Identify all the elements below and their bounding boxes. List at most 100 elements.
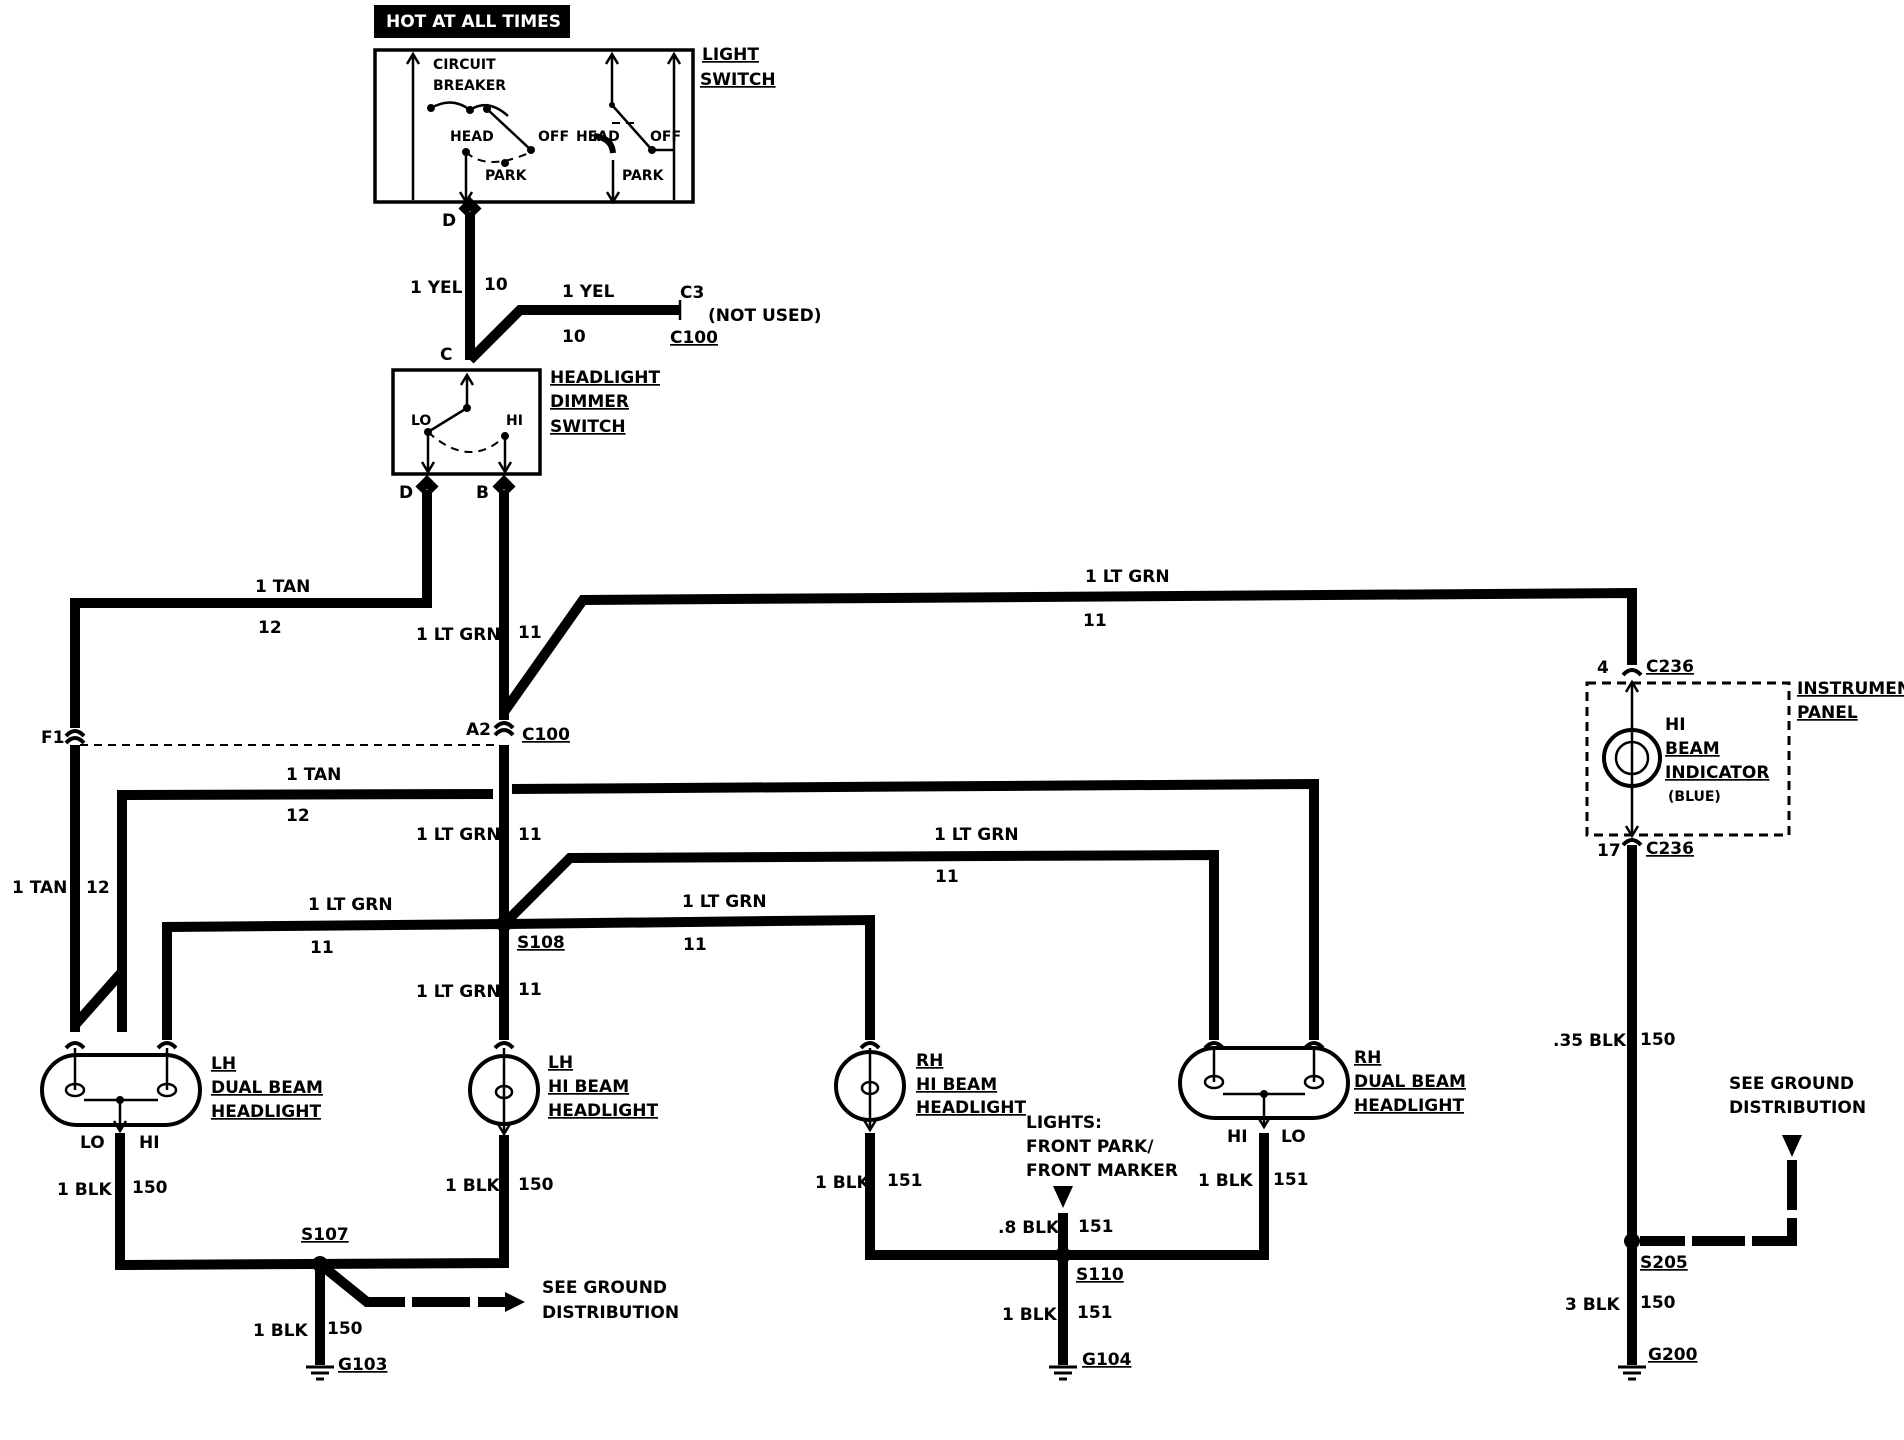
rh-dual-hi: HI xyxy=(1227,1127,1248,1147)
rh-hi-ground-color: 1 BLK xyxy=(815,1173,871,1193)
see-ground-left-2: DISTRIBUTION xyxy=(542,1303,679,1323)
light-switch-head-left: HEAD xyxy=(450,129,494,145)
rh-dual-lo: LO xyxy=(1281,1127,1306,1147)
feed-wires xyxy=(458,196,682,364)
feed-wire-color: 1 YEL xyxy=(410,278,463,298)
rh-hi-title-2: HI BEAM xyxy=(916,1075,997,1095)
lights-label-1: LIGHTS: xyxy=(1026,1113,1102,1133)
ip-title-2: PANEL xyxy=(1797,703,1858,723)
splice-s110: S110 xyxy=(1076,1265,1124,1285)
ltgrn-right-color: 1 LT GRN xyxy=(682,892,767,912)
lh-dual-title-1: LH xyxy=(211,1054,236,1074)
c100-cavity-f1: F1 xyxy=(41,728,64,748)
ip-pin-top: 4 xyxy=(1597,658,1609,678)
g103-wire-color: 1 BLK xyxy=(253,1321,309,1341)
dimmer-hi-label: HI xyxy=(506,413,523,429)
ground-g103-symbol xyxy=(306,1365,334,1381)
indicator-line-1: HI xyxy=(1665,715,1686,735)
tan-left-color: 1 TAN xyxy=(12,878,67,898)
circuit-breaker-label-2: BREAKER xyxy=(433,78,506,94)
lh-dual-hi: HI xyxy=(139,1133,160,1153)
splice-s205: S205 xyxy=(1640,1253,1688,1273)
dimmer-terminal-c: C xyxy=(440,345,452,365)
lh-hi-title-3: HEADLIGHT xyxy=(548,1101,658,1121)
tan-left-circuit: 12 xyxy=(86,878,110,898)
dimmer-terminal-d: D xyxy=(399,483,413,503)
not-used-note: (NOT USED) xyxy=(708,306,822,326)
lights-label-3: FRONT MARKER xyxy=(1026,1161,1178,1181)
tan-second-circuit: 12 xyxy=(286,806,310,826)
light-switch-title-1: LIGHT xyxy=(702,45,759,65)
rh-hi-title-1: RH xyxy=(916,1051,943,1071)
light-switch-park-left: PARK xyxy=(485,168,528,184)
splice-s107: S107 xyxy=(301,1225,349,1245)
rh-hi-title-3: HEADLIGHT xyxy=(916,1098,1026,1118)
ground-g104-symbol xyxy=(1049,1365,1077,1381)
ip-title-1: INSTRUMENT xyxy=(1797,679,1904,699)
tan-top-circuit: 12 xyxy=(258,618,282,638)
ground-g200-label: G200 xyxy=(1648,1345,1698,1365)
hi-beam-indicator-lamp xyxy=(1602,726,1662,790)
circuit-breaker-label-1: CIRCUIT xyxy=(433,57,496,73)
indicator-ground-color: .35 BLK xyxy=(1553,1031,1627,1051)
feed-wire-circuit: 10 xyxy=(484,275,508,295)
lh-hi-beam-headlight xyxy=(468,1048,540,1137)
lh-dual-lo: LO xyxy=(80,1133,105,1153)
lh-dual-ground-color: 1 BLK xyxy=(57,1180,113,1200)
unused-cavity-c3: C3 xyxy=(680,283,704,303)
park-wire-color: .8 BLK xyxy=(998,1218,1060,1238)
see-ground-left-1: SEE GROUND xyxy=(542,1278,667,1298)
c100-cavity-a2: A2 xyxy=(466,720,491,740)
rh-dual-title-2: DUAL BEAM xyxy=(1354,1072,1466,1092)
ltgrn-below-color: 1 LT GRN xyxy=(416,825,501,845)
indicator-ground-circuit: 150 xyxy=(1640,1030,1676,1050)
ltgrn-mid-circuit: 11 xyxy=(518,623,542,643)
lights-label-2: FRONT PARK/ xyxy=(1026,1137,1154,1157)
unused-wire-circuit: 10 xyxy=(562,327,586,347)
ltgrn-right-circuit: 11 xyxy=(683,935,707,955)
lh-hi-title-2: HI BEAM xyxy=(548,1077,629,1097)
ltgrn-lh-hi-circuit: 11 xyxy=(518,980,542,1000)
ground-g200-symbol xyxy=(1618,1365,1646,1381)
rh-dual-ground-circuit: 151 xyxy=(1273,1170,1309,1190)
lh-hi-ground-circuit: 150 xyxy=(518,1175,554,1195)
g104-wire-circuit: 151 xyxy=(1077,1303,1113,1323)
see-ground-right-2: DISTRIBUTION xyxy=(1729,1098,1866,1118)
tan-second-color: 1 TAN xyxy=(286,765,341,785)
indicator-line-2: BEAM xyxy=(1665,739,1720,759)
light-switch-head-right: HEAD xyxy=(576,129,620,145)
c100-connector: C100 xyxy=(522,725,570,745)
dimmer-lo-label: LO xyxy=(411,413,431,429)
ltgrn-rh-dual-color: 1 LT GRN xyxy=(934,825,1019,845)
ltgrn-rh-dual-circuit: 11 xyxy=(935,867,959,887)
light-switch-park-right: PARK xyxy=(622,168,665,184)
lh-hi-title-1: LH xyxy=(548,1053,573,1073)
ground-g103-label: G103 xyxy=(338,1355,387,1375)
light-switch-title-2: SWITCH xyxy=(700,70,776,90)
rh-hi-beam-headlight xyxy=(834,1048,906,1133)
rh-dual-title-1: RH xyxy=(1354,1048,1381,1068)
instrument-panel xyxy=(1585,668,1791,847)
ltgrn-mid-color: 1 LT GRN xyxy=(416,625,501,645)
light-switch-terminal-d: D xyxy=(442,211,456,231)
park-wire-circuit: 151 xyxy=(1078,1217,1114,1237)
hot-at-all-times-label: HOT AT ALL TIMES xyxy=(386,12,561,32)
rh-dual-beam-headlight xyxy=(1178,1046,1350,1130)
rh-dual-title-3: HEADLIGHT xyxy=(1354,1096,1464,1116)
rh-dual-ground-color: 1 BLK xyxy=(1198,1171,1254,1191)
unused-connector-c100: C100 xyxy=(670,328,718,348)
lh-dual-title-3: HEADLIGHT xyxy=(211,1102,321,1122)
indicator-color: (BLUE) xyxy=(1668,789,1721,805)
dimmer-title-2: DIMMER xyxy=(550,392,629,412)
hot-at-all-times-tag: HOT AT ALL TIMES xyxy=(374,5,570,38)
ltgrn-left-circuit: 11 xyxy=(310,938,334,958)
lh-hi-ground-color: 1 BLK xyxy=(445,1176,501,1196)
tan-top-color: 1 TAN xyxy=(255,577,310,597)
harness-wires xyxy=(64,474,1637,1050)
lh-dual-title-2: DUAL BEAM xyxy=(211,1078,323,1098)
see-ground-right-1: SEE GROUND xyxy=(1729,1074,1854,1094)
dimmer-title-1: HEADLIGHT xyxy=(550,368,660,388)
headlight-dimmer-switch: LO HI xyxy=(391,368,542,476)
ip-conn-top: C236 xyxy=(1646,657,1694,677)
